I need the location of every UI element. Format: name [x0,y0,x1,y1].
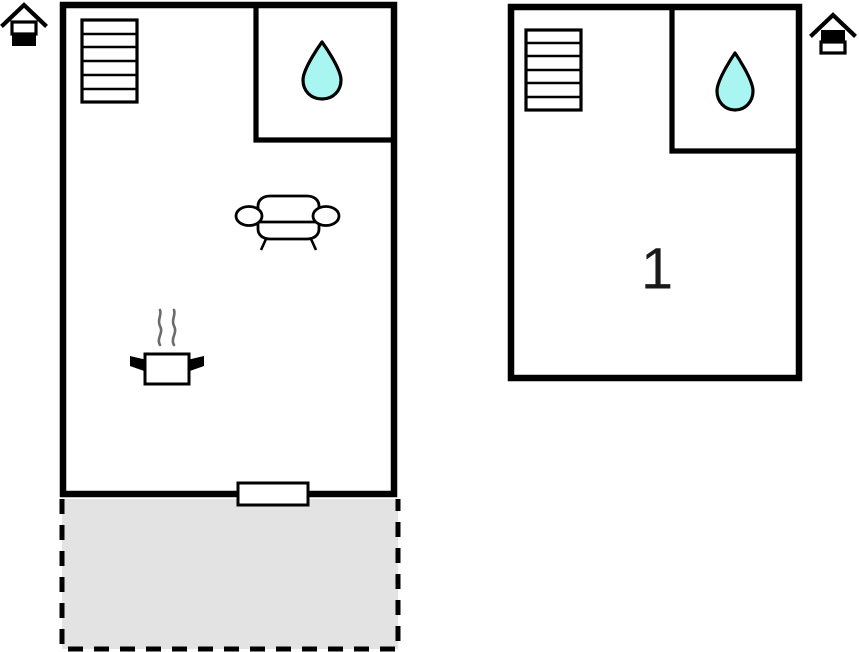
house-icon-first-floor [809,12,857,55]
door-icon [236,481,310,507]
ground-floor-outer-wall [59,1,398,498]
ground-floor-plan [59,1,401,652]
cooking-pot-icon [130,308,204,386]
house-icon-ground-floor [0,2,48,46]
bathroom-ground-partition [253,2,397,143]
staircase-icon-upper [524,28,583,112]
sofa-icon [234,194,341,251]
bedroom-count-label: 1 [641,236,673,301]
water-drop-icon [301,40,343,101]
staircase-icon [80,18,139,104]
water-drop-icon-upper [715,51,755,112]
first-floor-plan: 1 [507,3,803,382]
bathroom-first-partition [669,4,802,154]
terrace [59,499,401,652]
first-floor-outer-wall [507,3,803,382]
